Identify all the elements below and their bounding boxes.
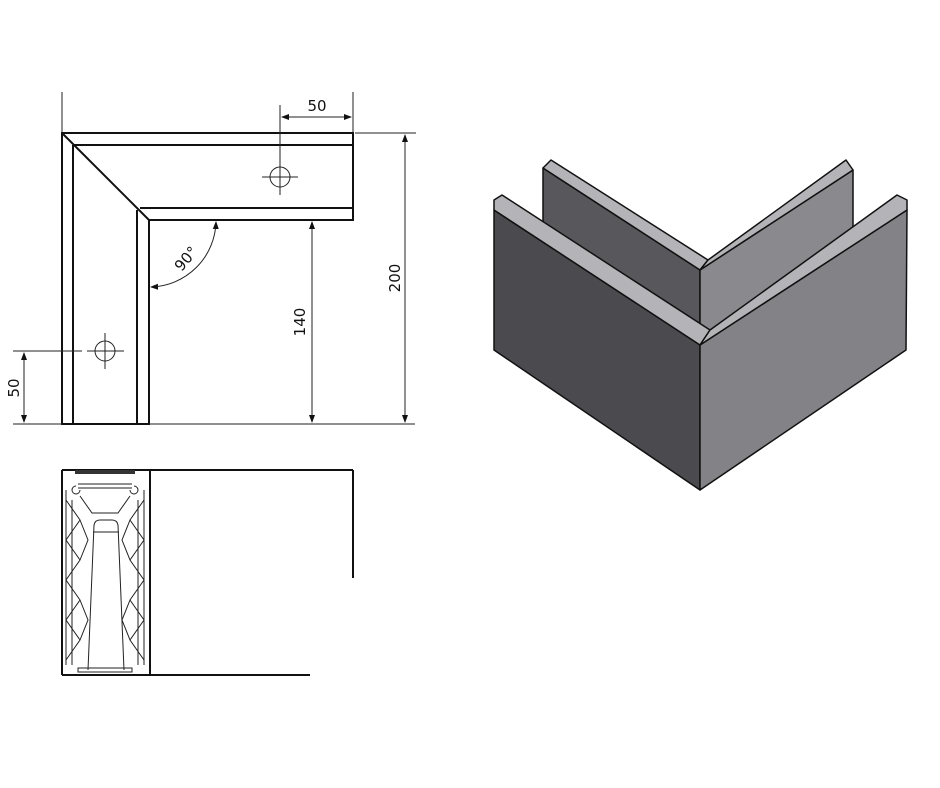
left-hole: [13, 333, 124, 369]
dimension-140: 140: [291, 221, 315, 423]
dim-label-top-50: 50: [307, 97, 326, 115]
angle-dimension: 90°: [150, 221, 219, 290]
front-right-bevel: [699, 194, 908, 346]
dimension-left-50: 50: [5, 352, 62, 425]
plan-view: [61, 92, 416, 425]
dimension-top-50: 50: [281, 97, 352, 120]
section-view: [61, 469, 354, 676]
dim-label-140: 140: [291, 308, 309, 337]
isometric-view: [493, 159, 908, 491]
top-hole: [262, 105, 298, 195]
dim-label-200: 200: [386, 264, 404, 293]
angle-label: 90°: [171, 243, 202, 275]
back-right-top: [699, 159, 854, 271]
dimension-200: 200: [386, 134, 408, 423]
dim-label-left-50: 50: [5, 378, 23, 397]
